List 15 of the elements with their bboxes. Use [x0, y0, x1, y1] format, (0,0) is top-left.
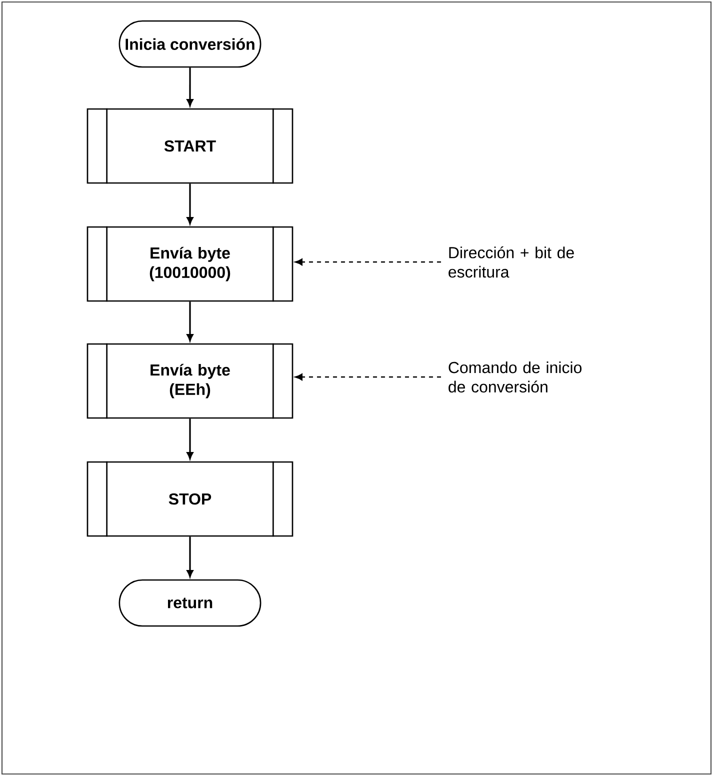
arrow	[186, 302, 194, 342]
arrow	[186, 68, 194, 106]
terminal-box: return	[118, 579, 262, 627]
process-box: Envía byte (10010000)	[86, 226, 294, 302]
terminal-box: Inicia conversión	[118, 20, 262, 68]
annotation-text: Dirección + bit de escritura	[448, 246, 574, 278]
arrow	[186, 184, 194, 224]
process-box: START	[86, 108, 294, 184]
process-box: Envía byte (EEh)	[86, 343, 294, 419]
arrow	[186, 536, 194, 578]
dashed-arrow	[294, 258, 441, 266]
process-box: STOP	[86, 461, 294, 537]
annotation-text: Comando de inicio de conversión	[448, 361, 582, 393]
arrow	[186, 418, 194, 460]
dashed-arrow	[294, 374, 441, 380]
